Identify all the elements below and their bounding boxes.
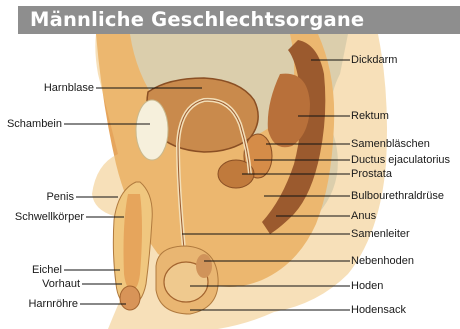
- label-penis: Penis: [28, 191, 74, 203]
- label-dickdarm: Dickdarm: [351, 54, 397, 66]
- corpus-cavernosum: [124, 194, 143, 290]
- label-schambein: Schambein: [4, 118, 62, 130]
- label-hoden: Hoden: [351, 280, 383, 292]
- label-harnblase: Harnblase: [22, 82, 94, 94]
- label-schwellkoerper: Schwellkörper: [2, 211, 84, 223]
- title-bar: Männliche Geschlechtsorgane: [18, 6, 460, 34]
- label-prostata: Prostata: [351, 168, 392, 180]
- label-harnroehre: Harnröhre: [18, 298, 78, 310]
- anatomy-illustration: [18, 34, 460, 329]
- diagram-title: Männliche Geschlechtsorgane: [30, 8, 364, 31]
- label-anus: Anus: [351, 210, 376, 222]
- epididymis: [196, 254, 212, 278]
- label-samenleiter: Samenleiter: [351, 228, 410, 240]
- label-ductus-ejaculatorius: Ductus ejaculatorius: [351, 154, 450, 166]
- label-eichel: Eichel: [18, 264, 62, 276]
- glans: [120, 286, 140, 310]
- pubic-bone: [136, 100, 168, 160]
- label-vorhaut: Vorhaut: [22, 278, 80, 290]
- label-hodensack: Hodensack: [351, 304, 406, 316]
- illustration-panel: Dickdarm Rektum Samenbläschen Ductus eja…: [18, 34, 460, 329]
- label-bulbourethralduese: Bulbourethraldrüse: [351, 190, 444, 202]
- label-nebenhoden: Nebenhoden: [351, 255, 414, 267]
- label-rektum: Rektum: [351, 110, 389, 122]
- label-samenblaeschen: Samenbläschen: [351, 138, 430, 150]
